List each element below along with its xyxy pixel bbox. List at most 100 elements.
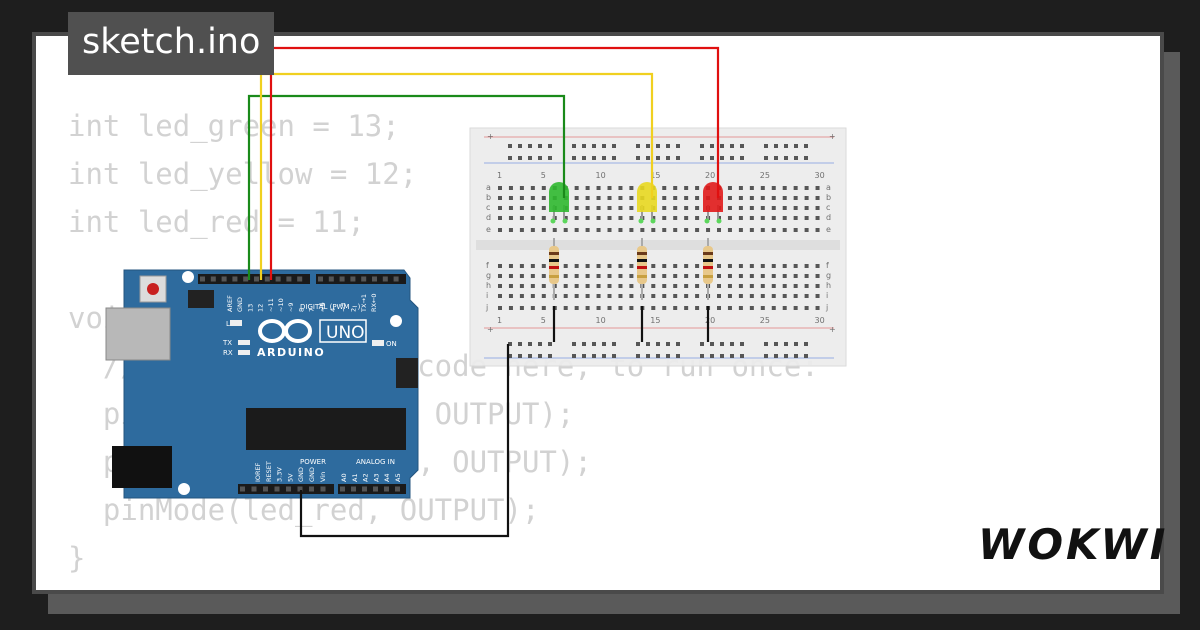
pin-label: RESET: [265, 461, 273, 482]
breadboard-hole: [519, 186, 524, 190]
breadboard-hole: [804, 306, 809, 310]
rail-hole: [548, 156, 552, 160]
breadboard-hole: [607, 206, 612, 210]
breadboard-hole: [749, 274, 754, 278]
breadboard-hole: [585, 274, 590, 278]
breadboard-hole: [695, 216, 700, 220]
breadboard-hole: [651, 306, 656, 310]
breadboard-hole: [771, 284, 776, 288]
breadboard-hole: [717, 228, 721, 232]
rail-hole: [666, 156, 670, 160]
breadboard-hole: [695, 186, 700, 190]
breadboard-hole: [749, 306, 754, 310]
rail-hole: [794, 354, 798, 358]
rail-hole: [572, 156, 576, 160]
breadboard-hole: [519, 274, 524, 278]
breadboard-hole: [684, 216, 689, 220]
breadboard-hole: [673, 274, 678, 278]
pin-label: A0: [340, 473, 348, 482]
pin-label: 13: [246, 304, 254, 312]
rail-hole: [740, 156, 744, 160]
breadboard-hole: [771, 274, 776, 278]
mount-hole: [390, 315, 402, 327]
breadboard-hole: [760, 284, 765, 288]
header-pin: [351, 486, 356, 492]
wire-yellow: [259, 72, 654, 280]
rail-hole: [710, 156, 714, 160]
pin-label: A1: [351, 473, 359, 482]
breadboard-hole: [508, 216, 513, 220]
breadboard-hole: [629, 186, 634, 190]
breadboard-hole: [771, 306, 776, 310]
resistor-red: [703, 238, 713, 300]
rail-hole: [784, 156, 788, 160]
row-letter: g: [486, 271, 491, 280]
breadboard-hole: [815, 228, 820, 232]
breadboard-hole: [552, 228, 557, 232]
reset-button-icon: [147, 283, 159, 295]
breadboard-hole: [717, 274, 721, 278]
file-tab[interactable]: sketch.ino: [68, 12, 275, 75]
breadboard-hole: [717, 306, 721, 310]
rail-hole: [730, 342, 734, 346]
breadboard-hole: [727, 264, 732, 268]
breadboard-hole: [530, 186, 535, 190]
breadboard-hole: [706, 228, 711, 232]
rail-hole: [518, 144, 522, 148]
breadboard-hole: [530, 274, 535, 278]
breadboard-hole: [727, 228, 732, 232]
rail-hole: [646, 342, 650, 346]
breadboard-hole: [530, 228, 535, 232]
breadboard-hole: [749, 294, 754, 298]
rail-hole: [804, 144, 808, 148]
pin-label: A4: [383, 473, 391, 482]
breadboard-hole: [815, 264, 820, 268]
breadboard-hole: [618, 274, 623, 278]
rail-hole: [784, 144, 788, 148]
breadboard-hole: [541, 284, 546, 288]
breadboard-hole: [541, 274, 546, 278]
rail-hole: [582, 144, 586, 148]
breadboard-hole: [563, 294, 568, 298]
breadboard-hole: [673, 196, 678, 200]
breadboard-hole: [498, 186, 502, 190]
rail-hole: [548, 144, 552, 148]
breadboard-hole: [508, 196, 513, 200]
rail-hole: [720, 354, 724, 358]
breadboard-hole: [782, 284, 787, 288]
row-letter: j: [485, 303, 488, 312]
breadboard-hole: [629, 294, 634, 298]
breadboard-hole: [640, 228, 645, 232]
pin-label: GND: [236, 297, 244, 312]
rail-hole: [720, 156, 724, 160]
rail-hole: [710, 144, 714, 148]
rail-hole: [774, 342, 778, 346]
arduino-uno-board: UNO ARDUINO DIGITAL (PWM ~) POWER ANALOG…: [105, 269, 419, 499]
breadboard-hole: [749, 186, 754, 190]
rail-hole: [730, 156, 734, 160]
breadboard-hole: [815, 284, 820, 288]
rail-hole: [548, 354, 552, 358]
breadboard-hole: [662, 216, 667, 220]
breadboard-hole: [782, 306, 787, 310]
breadboard-hole: [815, 274, 820, 278]
breadboard-hole: [629, 216, 634, 220]
rail-hole: [636, 354, 640, 358]
mount-hole: [178, 483, 190, 495]
rail-plus-label: +: [487, 132, 494, 141]
breadboard-hole: [585, 294, 590, 298]
breadboard-hole: [662, 306, 667, 310]
tx-label: TX: [222, 339, 232, 347]
breadboard-hole: [508, 206, 513, 210]
pin-label: RX←0: [370, 293, 378, 312]
breadboard-hole: [530, 206, 535, 210]
l-label: L: [226, 320, 230, 328]
row-letter: c: [486, 203, 490, 212]
breadboard-hole: [673, 306, 678, 310]
breadboard-hole: [596, 206, 601, 210]
column-number: 10: [596, 316, 606, 325]
wire-ground-main: [299, 344, 510, 538]
rail-hole: [518, 354, 522, 358]
